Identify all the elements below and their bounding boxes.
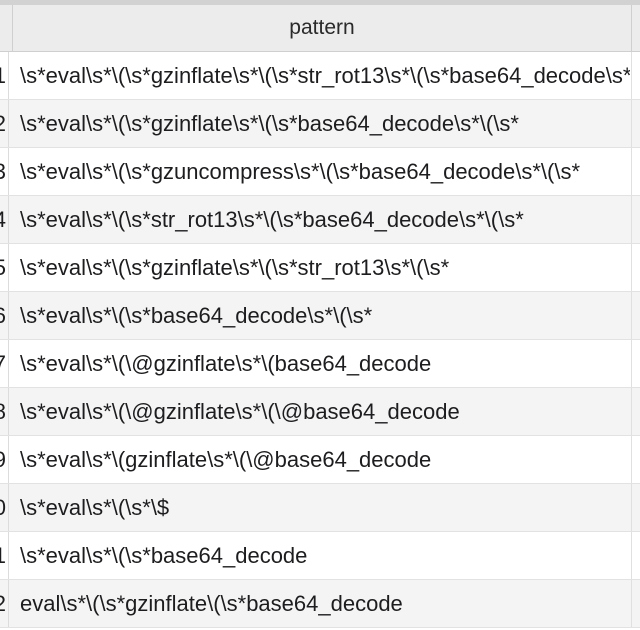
row-id-cell: 4 [0,196,9,243]
column-divider [631,436,632,483]
table-row[interactable]: 1 \s*eval\s*\(\s*base64_decode [0,532,640,580]
row-id-cell: 5 [0,244,9,291]
table-row[interactable]: 1 \s*eval\s*\(\s*gzinflate\s*\(\s*str_ro… [0,52,640,100]
row-id-cell: 0 [0,484,9,531]
row-id-cell: 8 [0,388,9,435]
column-divider [631,484,632,531]
column-divider [631,580,632,627]
table-row[interactable]: 2 eval\s*\(\s*gzinflate\(\s*base64_decod… [0,580,640,628]
column-divider [631,388,632,435]
table-row[interactable]: 5 \s*eval\s*\(\s*gzinflate\s*\(\s*str_ro… [0,244,640,292]
pattern-cell[interactable]: \s*eval\s*\(\s*gzinflate\s*\(\s*str_rot1… [20,62,630,88]
column-divider [631,340,632,387]
table-row[interactable]: 6 \s*eval\s*\(\s*base64_decode\s*\(\s* [0,292,640,340]
header-id-column[interactable] [0,5,13,51]
column-divider [631,148,632,195]
table-row[interactable]: 9 \s*eval\s*\(gzinflate\s*\(\@base64_dec… [0,436,640,484]
pattern-cell[interactable]: \s*eval\s*\(\s*str_rot13\s*\(\s*base64_d… [20,206,524,232]
pattern-cell[interactable]: \s*eval\s*\(gzinflate\s*\(\@base64_decod… [20,446,432,472]
row-id-cell: 7 [0,340,9,387]
pattern-cell[interactable]: \s*eval\s*\(\s*base64_decode\s*\(\s* [20,302,373,328]
header-pattern-column[interactable]: pattern [13,5,632,51]
pattern-cell[interactable]: \s*eval\s*\(\@gzinflate\s*\(base64_decod… [20,350,432,376]
row-id-cell: 2 [0,580,9,627]
row-id-cell: 2 [0,100,9,147]
pattern-cell[interactable]: \s*eval\s*\(\s*gzuncompress\s*\(\s*base6… [20,158,581,184]
table-row[interactable]: 0 \s*eval\s*\(\s*\$ [0,484,640,532]
column-divider [631,100,632,147]
table-row[interactable]: 7 \s*eval\s*\(\@gzinflate\s*\(base64_dec… [0,340,640,388]
pattern-cell[interactable]: \s*eval\s*\(\s*base64_decode [20,542,308,568]
pattern-cell[interactable]: \s*eval\s*\(\s*\$ [20,494,170,520]
table-row[interactable]: 2 \s*eval\s*\(\s*gzinflate\s*\(\s*base64… [0,100,640,148]
row-id-cell: 1 [0,532,9,579]
column-divider [631,244,632,291]
column-divider [631,196,632,243]
pattern-cell[interactable]: \s*eval\s*\(\s*gzinflate\s*\(\s*base64_d… [20,110,519,136]
pattern-cell[interactable]: \s*eval\s*\(\s*gzinflate\s*\(\s*str_rot1… [20,254,450,280]
row-id-cell: 9 [0,436,9,483]
row-id-cell: 1 [0,52,9,99]
table-body: 1 \s*eval\s*\(\s*gzinflate\s*\(\s*str_ro… [0,52,640,628]
table-row[interactable]: 8 \s*eval\s*\(\@gzinflate\s*\(\@base64_d… [0,388,640,436]
column-divider [631,52,632,99]
table-header: pattern [0,0,640,52]
column-divider [631,532,632,579]
column-divider [631,292,632,339]
pattern-cell[interactable]: eval\s*\(\s*gzinflate\(\s*base64_decode [20,590,403,616]
row-id-cell: 3 [0,148,9,195]
table-row[interactable]: 4 \s*eval\s*\(\s*str_rot13\s*\(\s*base64… [0,196,640,244]
row-id-cell: 6 [0,292,9,339]
table-row[interactable]: 3 \s*eval\s*\(\s*gzuncompress\s*\(\s*bas… [0,148,640,196]
pattern-cell[interactable]: \s*eval\s*\(\@gzinflate\s*\(\@base64_dec… [20,398,460,424]
